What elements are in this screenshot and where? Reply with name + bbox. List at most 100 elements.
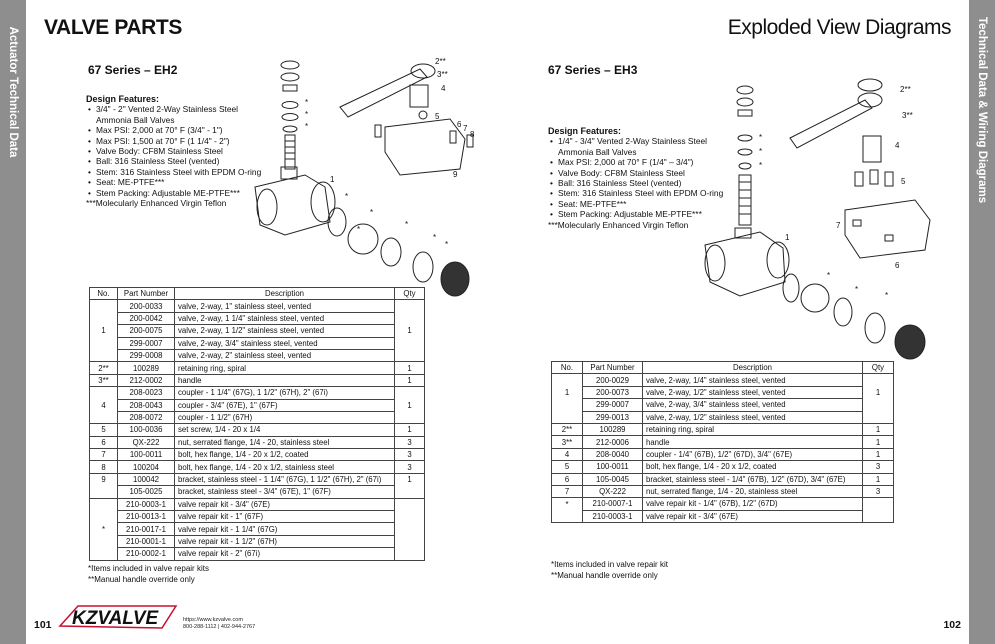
description-cell: valve, 2-way, 1 1/4" stainless steel, ve… [174,311,395,326]
item-number-cell: 1 [89,324,118,338]
part-number-cell: 212-0006 [582,435,643,449]
item-number-cell: 7 [551,484,583,499]
eh3-part-seal-3 [738,162,752,170]
part-number-cell: 299-0013 [582,410,643,424]
eh2-features-list: 3/4" - 2" Vented 2-Way Stainless SteelAm… [86,104,286,198]
qty-cell [394,312,425,325]
right-page-number: 102 [943,619,961,631]
qty-cell [394,547,425,561]
eh3-part-bolt-3 [884,171,894,187]
qty-cell [394,299,425,313]
eh2-part-handle [339,68,428,118]
eh2-feature-item: Stem: 316 Stainless Steel with EPDM O-ri… [88,167,286,178]
part-number-cell: 210-0017-1 [117,522,175,536]
description-cell: bracket, stainless steel - 3/4" (67E), 1… [174,485,395,499]
qty-cell: 1 [394,373,425,388]
eh2-label-6: 6 [457,120,462,129]
qty-cell: 3 [862,484,894,499]
eh2-label-4: 4 [441,84,446,93]
eh3-column-header: No. [551,360,583,375]
qty-cell: 1 [862,422,894,437]
eh2-label-star-2: * [305,110,308,119]
eh2-label-5: 5 [435,112,440,121]
qty-cell [394,337,425,350]
eh3-feature-text: Stem Packing: Adjustable ME-PTFE*** [558,209,702,220]
eh2-design-features: Design Features:3/4" - 2" Vented 2-Way S… [86,94,286,208]
eh3-part-bolt-1 [854,171,864,187]
part-number-cell: 200-0042 [117,311,175,326]
eh3-note-2: **Manual handle override only [551,570,658,580]
qty-cell [394,411,425,425]
eh2-part-seal-1 [281,101,299,109]
description-cell: valve, 2-way, 1 1/2" stainless steel, ve… [174,324,395,338]
eh3-label-star-5: * [855,285,858,294]
footer-contact: https://www.kzvalve.com 800-288-1112 | 4… [183,617,255,631]
eh3-part-nut [737,109,753,117]
part-number-cell: 100-0036 [117,423,175,437]
eh3-feature-item: 1/4" - 3/4" Vented 2-Way Stainless Steel… [550,136,748,157]
eh2-label-star-5: * [370,208,373,217]
item-number-cell: 4 [89,399,118,412]
part-number-cell: 100-0011 [582,460,643,474]
eh2-feature-item: 3/4" - 2" Vented 2-Way Stainless SteelAm… [88,104,286,125]
right-side-tab: Technical Data & Wiring Diagrams [969,0,995,644]
eh2-notes: *Items included in valve repair kits **M… [88,564,209,585]
item-number-cell: 4 [551,447,583,462]
description-cell: coupler - 1/4" (67B), 1/2" (67D), 3/4" (… [642,447,863,462]
eh3-part-oring [864,312,886,344]
eh3-feature-text: Seat: ME-PTFE*** [558,198,627,209]
eh3-column-header: Part Number [582,360,643,375]
eh2-column-header: Part Number [117,286,175,301]
eh2-part-stem [284,134,296,170]
item-number-cell [89,312,118,325]
eh3-note-1: *Items included in valve repair kit [551,560,668,569]
left-side-tab: Actuator Technical Data [0,0,26,644]
part-number-cell: 208-0072 [117,410,175,425]
description-cell: nut, serrated flange, 1/4 - 20, stainles… [642,484,863,499]
eh3-part-ring [736,85,754,95]
description-cell: bolt, hex flange, 1/4 - 20 x 1/2, stainl… [174,460,395,474]
eh2-part-ball [347,223,379,255]
eh2-feature-text: Ball: 316 Stainless Steel (vented) [96,156,220,167]
eh2-section-title: 67 Series – EH2 [88,63,178,77]
eh3-column-header: Description [642,360,863,375]
eh3-feature-text: Ball: 316 Stainless Steel (vented) [558,178,682,189]
eh3-feature-text: Max PSI: 2,000 at 70° F (1/4" – 3/4") [558,157,694,168]
left-page-number: 101 [34,619,52,631]
eh3-part-bolt-2 [869,169,879,185]
description-cell: valve, 2-way, 1/2" stainless steel, vent… [642,410,863,424]
eh2-part-seat-2 [380,237,402,267]
item-number-cell: 8 [89,460,118,474]
eh3-part-seal-1 [737,134,753,142]
description-cell: valve repair kit - 2" (67i) [174,547,395,561]
part-number-cell: 105-0025 [117,485,175,499]
description-cell: valve, 2-way, 1/2" stainless steel, vent… [642,385,863,400]
page-title-right: Exploded View Diagrams [727,16,952,39]
part-number-cell: 210-0007-1 [582,497,643,511]
part-number-cell: 100204 [117,460,175,474]
eh2-label-star-3: * [305,122,308,131]
eh3-label-5: 5 [901,177,906,186]
item-number-cell: 3** [89,373,118,388]
eh2-label-1: 1 [330,175,335,184]
description-cell: coupler - 1 1/2" (67H) [174,410,395,425]
eh2-feature-item: Max PSI: 1,500 at 70° F (1 1/4" - 2") [88,136,286,147]
description-cell: valve repair kit - 3/4" (67E) [174,497,395,512]
description-cell: valve, 2-way, 2" stainless steel, vented [174,348,395,363]
eh3-feature-text: Ammonia Ball Valves [558,146,637,157]
description-cell: handle [642,435,863,449]
left-side-tab-label: Actuator Technical Data [7,26,19,158]
description-cell: valve, 2-way, 1" stainless steel, vented [174,299,395,313]
